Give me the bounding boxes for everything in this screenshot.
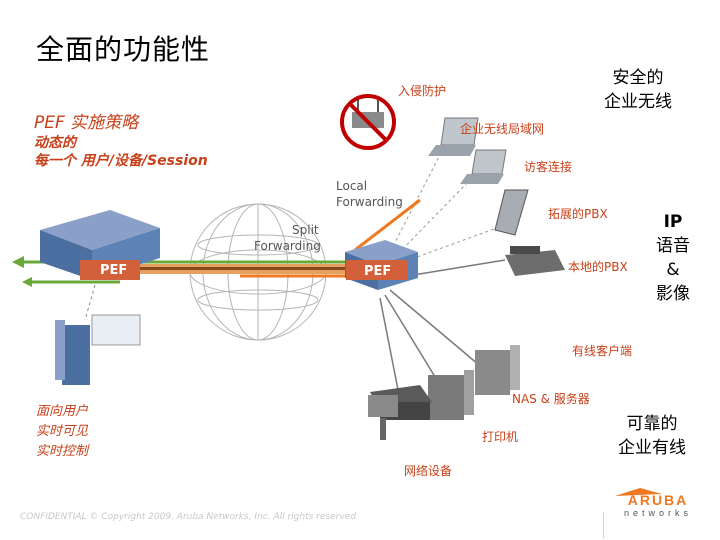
label-local-pbx: 本地的PBX — [568, 260, 628, 274]
footer-copyright: CONFIDENTIAL © Copyright 2009. Aruba Net… — [20, 512, 356, 522]
label-extended-pbx: 拓展的PBX — [548, 207, 608, 221]
desk-phone-icon — [505, 246, 565, 276]
wired-client-icon — [475, 345, 520, 395]
label-user-facing: 面向用户 实时可见 实时控制 — [36, 404, 89, 459]
rogue-ap-icon — [340, 94, 396, 150]
mobility-controller-left — [40, 210, 160, 280]
mobility-controller-right — [345, 240, 418, 290]
laptop-guest-icon — [460, 149, 507, 184]
label-network-devices: 网络设备 — [404, 464, 453, 478]
label-printer: 打印机 — [482, 430, 519, 444]
label-wired-clients: 有线客户端 — [572, 344, 633, 358]
local-forwarding-line — [354, 198, 421, 252]
network-camera-icon — [368, 395, 398, 440]
pef-label-left: PEF — [100, 263, 128, 278]
laptop-enterprise-icon — [428, 117, 479, 156]
nas-server-icon — [428, 370, 474, 420]
logo-divider — [603, 512, 604, 538]
strategy-line-per-user: 每一个 用户/设备/Session — [34, 153, 208, 169]
pef-label-right: PEF — [364, 264, 392, 279]
pef-strategy-heading: PEF 实施策略 — [34, 113, 139, 133]
label-reliable-wired: 可靠的企业有线 — [618, 414, 686, 458]
aruba-logo — [615, 488, 662, 496]
label-nas-servers: NAS & 服务器 — [512, 392, 590, 406]
page-title: 全面的功能性 — [36, 33, 211, 66]
label-ip-voice-video: IP 语音 & 影像 — [656, 212, 690, 304]
strategy-line-dynamic: 动态的 — [34, 135, 76, 151]
label-secure-wireless: 安全的企业无线 — [604, 68, 672, 112]
label-enterprise-wlan: 企业无线局域网 — [460, 122, 545, 136]
aruba-logo-text: ARUBA networks — [623, 492, 692, 518]
label-guest-access: 访客连接 — [524, 160, 573, 174]
wireless-phone-icon — [494, 189, 529, 236]
label-intrusion-protection: 入侵防护 — [398, 84, 447, 98]
policy-server-icon — [55, 314, 141, 385]
